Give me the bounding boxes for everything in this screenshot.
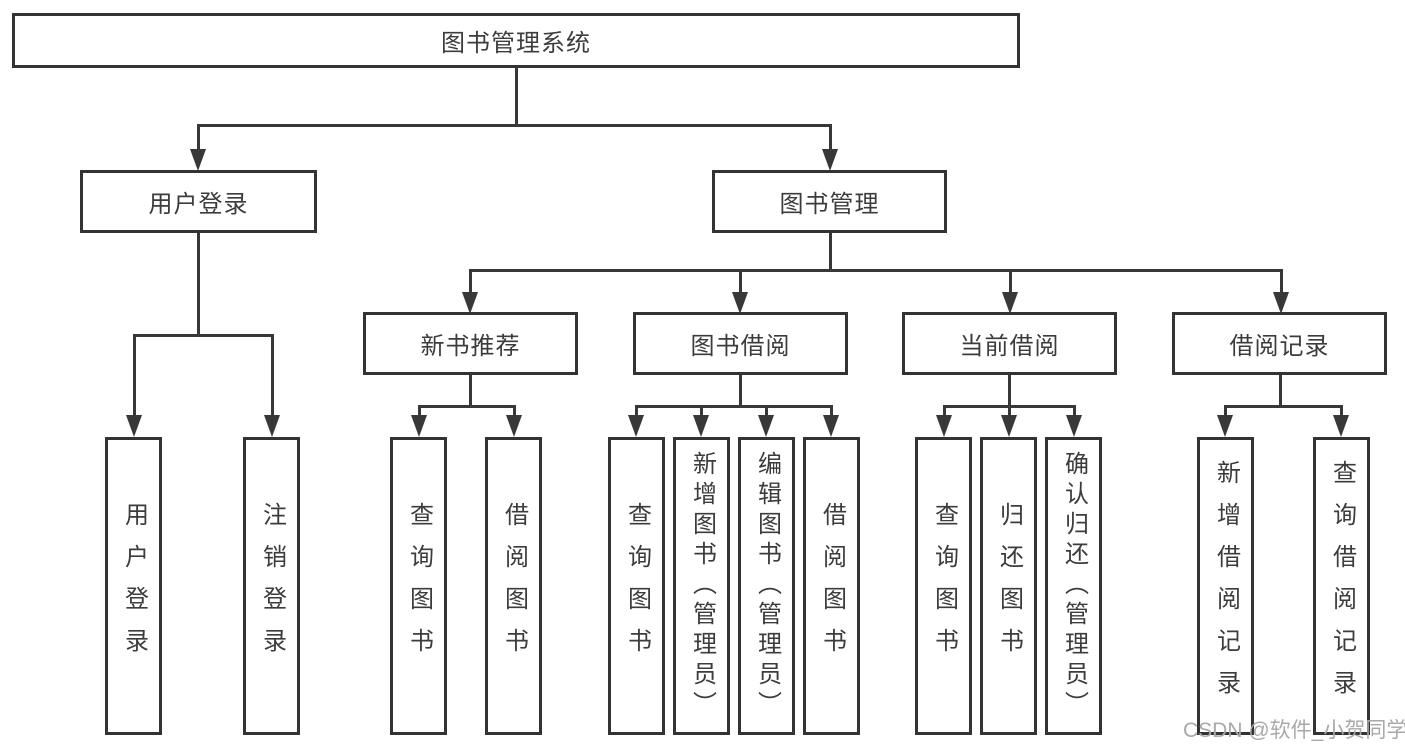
connector-arrow-l3-0-line xyxy=(469,269,472,292)
connector-user-login-stem xyxy=(197,233,200,336)
leaf-label: 确认归还（管理员） xyxy=(1060,451,1088,721)
connector-arrow-user-login-line xyxy=(197,124,200,151)
arrowhead-book-borrow xyxy=(732,292,748,314)
arrowhead-current-borrow xyxy=(1002,292,1018,314)
node-label: 借阅记录 xyxy=(1229,333,1330,360)
leaf-label: 新增借阅记录 xyxy=(1212,460,1240,712)
connector-l3-0-stem xyxy=(469,375,472,408)
arrowhead-leaf3 xyxy=(506,415,522,437)
node-current-borrow: 当前借阅 xyxy=(902,312,1117,375)
connector-arrow-leaf3-line xyxy=(513,405,516,417)
leaf-query-books: 查询图书 xyxy=(915,437,972,735)
leaf-query-borrow-record: 查询借阅记录 xyxy=(1313,437,1370,735)
arrowhead-book-mgmt xyxy=(822,149,838,171)
connector-arrow-leaf7-line xyxy=(830,405,833,417)
connector-arrow-leaf6-line xyxy=(765,405,768,417)
arrowhead-leaf8 xyxy=(936,415,952,437)
connector-user-login-bus xyxy=(133,334,274,337)
node-borrow-records: 借阅记录 xyxy=(1172,312,1387,375)
node-label: 新书推荐 xyxy=(420,333,521,360)
leaf-confirm-return-admin: 确认归还（管理员） xyxy=(1045,437,1102,735)
node-root-system: 图书管理系统 xyxy=(12,13,1020,68)
node-label: 当前借阅 xyxy=(959,333,1060,360)
connector-book-mgmt-stem xyxy=(829,233,832,272)
connector-book-mgmt-bus xyxy=(469,269,1282,272)
connector-arrow-leaf2-line xyxy=(418,405,421,417)
leaf-label: 新增图书（管理员） xyxy=(688,451,716,721)
arrowhead-leaf2 xyxy=(411,415,427,437)
leaf-query-books: 查询图书 xyxy=(390,437,447,735)
leaf-borrow-books: 借阅图书 xyxy=(485,437,542,735)
arrowhead-leaf12 xyxy=(1333,415,1349,437)
connector-root-stem xyxy=(515,68,518,126)
leaf-logout: 注销登录 xyxy=(243,437,300,735)
node-label: 图书管理 xyxy=(779,191,880,218)
connector-arrow-leaf11-line xyxy=(1224,405,1227,417)
leaf-label: 编辑图书（管理员） xyxy=(753,451,781,721)
leaf-borrow-books: 借阅图书 xyxy=(803,437,860,735)
connector-root-bus xyxy=(197,124,832,127)
leaf-edit-book-admin: 编辑图书（管理员） xyxy=(738,437,795,735)
leaf-label: 用户登录 xyxy=(120,502,148,670)
arrowhead-leaf10 xyxy=(1066,415,1082,437)
arrowhead-leaf6 xyxy=(758,415,774,437)
connector-arrow-l3-2-line xyxy=(1009,269,1012,292)
leaf-add-borrow-record: 新增借阅记录 xyxy=(1197,437,1254,735)
leaf-label: 借阅图书 xyxy=(500,502,528,670)
leaf-label: 借阅图书 xyxy=(818,502,846,670)
connector-l3-3-stem xyxy=(1279,375,1282,408)
arrowhead-leaf1 xyxy=(264,415,280,437)
arrowhead-borrow-records xyxy=(1273,292,1289,314)
arrowhead-leaf7 xyxy=(823,415,839,437)
node-book-management: 图书管理 xyxy=(712,170,947,233)
connector-l3-2-stem xyxy=(1008,375,1011,408)
arrowhead-leaf4 xyxy=(628,415,644,437)
arrowhead-leaf0 xyxy=(126,415,142,437)
leaf-label: 归还图书 xyxy=(995,502,1023,670)
connector-l3-1-stem xyxy=(739,375,742,408)
connector-arrow-l3-3-line xyxy=(1280,269,1283,292)
leaf-return-books: 归还图书 xyxy=(980,437,1037,735)
leaf-label: 查询图书 xyxy=(405,502,433,670)
connector-arrow-leaf12-line xyxy=(1340,405,1343,417)
leaf-add-book-admin: 新增图书（管理员） xyxy=(673,437,730,735)
connector-arrow-book-mgmt-line xyxy=(829,124,832,151)
leaf-label: 查询借阅记录 xyxy=(1328,460,1356,712)
leaf-label: 注销登录 xyxy=(258,502,286,670)
node-new-book-recommend: 新书推荐 xyxy=(363,312,578,375)
connector-arrow-leaf5-line xyxy=(700,405,703,417)
leaf-user-login: 用户登录 xyxy=(105,437,162,735)
connector-arrow-leaf9-line xyxy=(1008,405,1011,417)
connector-l3-3-bus xyxy=(1224,405,1343,408)
connector-arrow-leaf0-line xyxy=(133,334,136,415)
connector-arrow-l3-1-line xyxy=(739,269,742,292)
connector-arrow-leaf10-line xyxy=(1073,405,1076,417)
node-label: 图书管理系统 xyxy=(441,30,591,57)
arrowhead-leaf9 xyxy=(1001,415,1017,437)
node-user-login: 用户登录 xyxy=(80,170,317,233)
leaf-query-books: 查询图书 xyxy=(608,437,665,735)
connector-arrow-leaf4-line xyxy=(635,405,638,417)
connector-arrow-leaf8-line xyxy=(943,405,946,417)
arrowhead-leaf5 xyxy=(693,415,709,437)
connector-l3-0-bus xyxy=(418,405,515,408)
csdn-watermark: CSDN @软件_小贺同学 xyxy=(1183,719,1405,742)
arrowhead-user-login xyxy=(190,149,206,171)
node-label: 图书借阅 xyxy=(690,333,791,360)
connector-l3-1-bus xyxy=(635,405,832,408)
connector-arrow-leaf1-line xyxy=(271,334,274,415)
leaf-label: 查询图书 xyxy=(930,502,958,670)
leaf-label: 查询图书 xyxy=(623,502,651,670)
arrowhead-new-book-recommend xyxy=(462,292,478,314)
arrowhead-leaf11 xyxy=(1217,415,1233,437)
node-book-borrow: 图书借阅 xyxy=(633,312,848,375)
node-label: 用户登录 xyxy=(148,191,249,218)
